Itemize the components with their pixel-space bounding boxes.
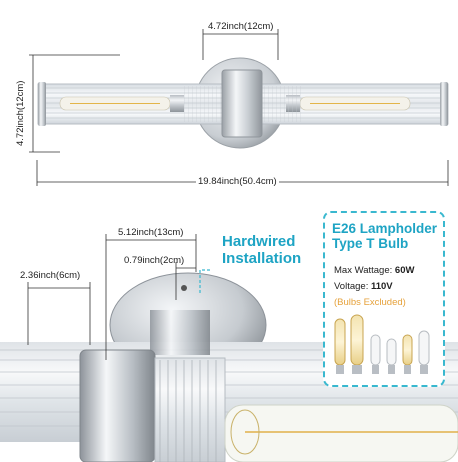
center-body [221, 69, 263, 138]
bulb-illustrations [334, 314, 430, 374]
hardwired-line-1: Hardwired [222, 233, 296, 250]
voltage-value: 110V [370, 281, 393, 292]
left-end-cap [38, 82, 46, 126]
top-product-diagram [29, 29, 449, 186]
hardwired-pointer [199, 269, 210, 295]
detail-arm [150, 310, 210, 355]
right-end-cap [440, 82, 448, 126]
bulb-icon-6 [418, 330, 430, 374]
bulbs-excluded-note: (Bulbs Excluded) [334, 297, 406, 308]
shade-diameter-label: 2.36inch(6cm) [20, 270, 81, 281]
card-title-line-1: E26 Lampholder [332, 221, 438, 236]
bulb-icon-1 [334, 318, 346, 374]
detail-bulb [224, 404, 458, 462]
voltage-row: Voltage: 110V [334, 281, 393, 292]
right-arm [262, 86, 302, 122]
bulb-icon-5 [402, 334, 413, 374]
hardwired-title: Hardwired Installation [222, 233, 301, 267]
card-title: E26 Lampholder Type T Bulb [332, 221, 437, 251]
detail-collar [79, 349, 156, 462]
bulb-icon-4 [386, 338, 397, 374]
length-dimension-label: 19.84inch(50.4cm) [196, 176, 279, 187]
hardwired-line-2: Installation [222, 250, 302, 267]
max-wattage-label: Max Wattage: [334, 265, 395, 276]
bulb-spec-card: E26 Lampholder Type T Bulb Max Wattage: … [323, 211, 445, 387]
max-wattage-row: Max Wattage: 60W [334, 265, 414, 276]
depth-dimension-label: 5.12inch(13cm) [118, 227, 184, 238]
detail-inner-tube [154, 357, 226, 462]
card-title-line-2: Type T Bulb [332, 236, 409, 251]
mount-screw [181, 285, 187, 291]
voltage-label: Voltage: [334, 281, 371, 292]
left-arm [182, 86, 222, 122]
left-bulb [59, 95, 184, 112]
bulb-icon-2 [350, 314, 364, 374]
height-dimension-label: 4.72inch(12cm) [15, 80, 26, 146]
detail-dimension-lines [27, 234, 197, 360]
right-bulb [286, 95, 411, 112]
plate-dimension-label: 0.79inch(2cm) [124, 255, 185, 266]
max-wattage-value: 60W [394, 265, 415, 276]
bulb-icon-3 [370, 334, 381, 374]
width-dimension-label: 4.72inch(12cm) [208, 21, 274, 32]
